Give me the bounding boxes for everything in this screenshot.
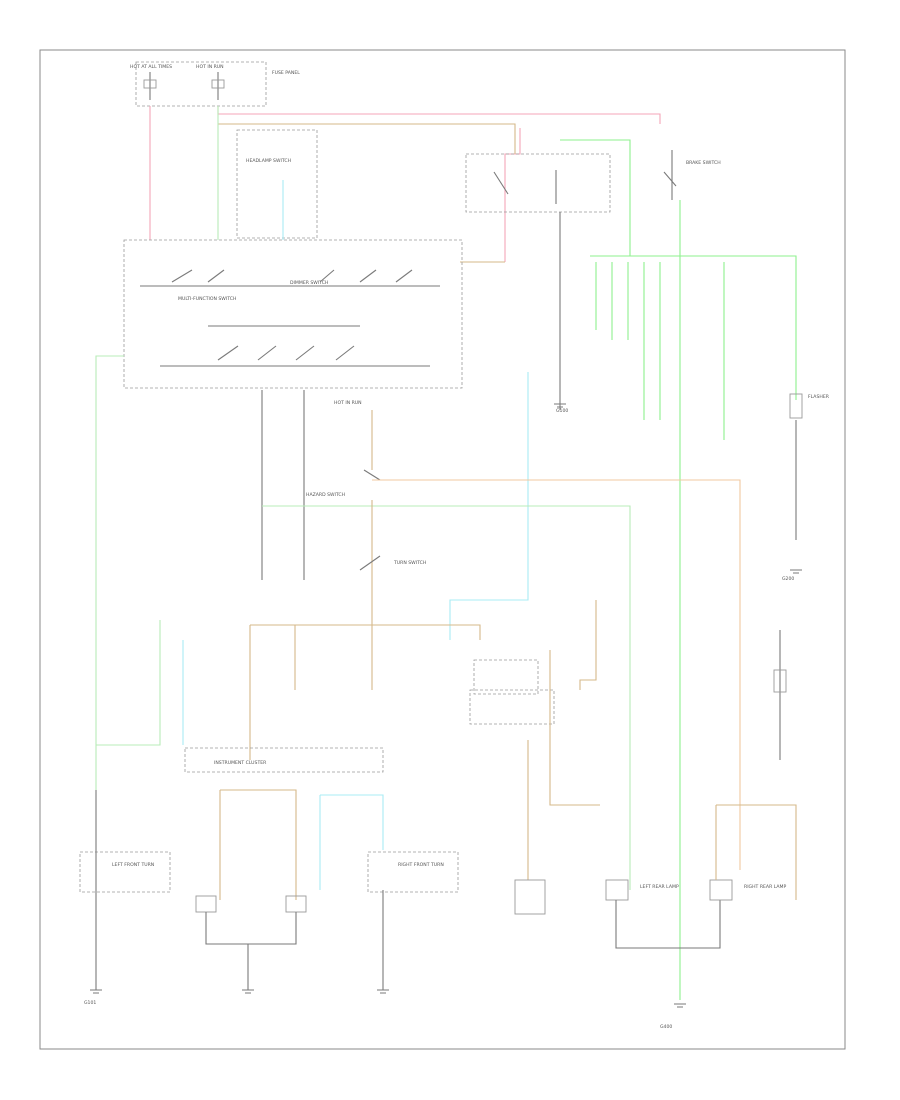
label-flasher: FLASHER	[808, 394, 830, 400]
label-g200: G200	[782, 576, 794, 582]
label-left-front-turn: LEFT FRONT TURN	[112, 862, 154, 868]
ground-g200	[790, 569, 802, 574]
bottom-lamps-section: LEFT FRONT TURN RIGHT FRONT TURN LEFT RE…	[79, 630, 797, 1030]
label-g101: G101	[84, 1000, 96, 1006]
label-hazard-switch: HAZARD SWITCH	[306, 492, 345, 498]
label-fuse-panel: FUSE PANEL	[272, 70, 300, 76]
ground-g100	[554, 403, 566, 408]
label-g100: G100	[556, 408, 568, 414]
ground-left	[90, 989, 102, 994]
label-hot-in-run-2: HOT IN RUN	[334, 400, 362, 406]
diagram-border	[39, 49, 846, 1050]
instrument-cluster-section: INSTRUMENT CLUSTER	[96, 600, 600, 915]
ground-right	[377, 989, 389, 994]
ground-symbols	[90, 403, 802, 1008]
label-headlamp-switch: HEADLAMP SWITCH	[246, 158, 291, 164]
label-hot-at-all-times: HOT AT ALL TIMES	[130, 64, 172, 70]
label-left-rear-lamp: LEFT REAR LAMP	[640, 884, 679, 890]
label-right-front-turn: RIGHT FRONT TURN	[398, 862, 444, 868]
right-power-block: G100 BRAKE SWITCH FLASHER G200	[465, 139, 830, 1000]
ground-rear	[674, 1003, 686, 1008]
label-right-rear-lamp: RIGHT REAR LAMP	[744, 884, 786, 890]
label-brake-switch: BRAKE SWITCH	[686, 160, 721, 166]
label-multi-function-switch: MULTI-FUNCTION SWITCH	[178, 296, 236, 302]
label-hot-in-run: HOT IN RUN	[196, 64, 224, 70]
top-power-section: HOT AT ALL TIMES HOT IN RUN FUSE PANEL	[130, 61, 661, 263]
headlamp-switch-section: HEADLAMP SWITCH MULTI-FUNCTION SWITCH DI…	[95, 129, 529, 790]
ground-mid	[242, 989, 254, 994]
label-instrument-cluster: INSTRUMENT CLUSTER	[214, 760, 267, 766]
label-turn-switch: TURN SWITCH	[393, 560, 426, 566]
hazard-turn-section: HOT IN RUN HAZARD SWITCH TURN SWITCH	[249, 390, 741, 890]
label-dimmer-switch: DIMMER SWITCH	[290, 280, 328, 286]
label-g400: G400	[660, 1024, 672, 1030]
